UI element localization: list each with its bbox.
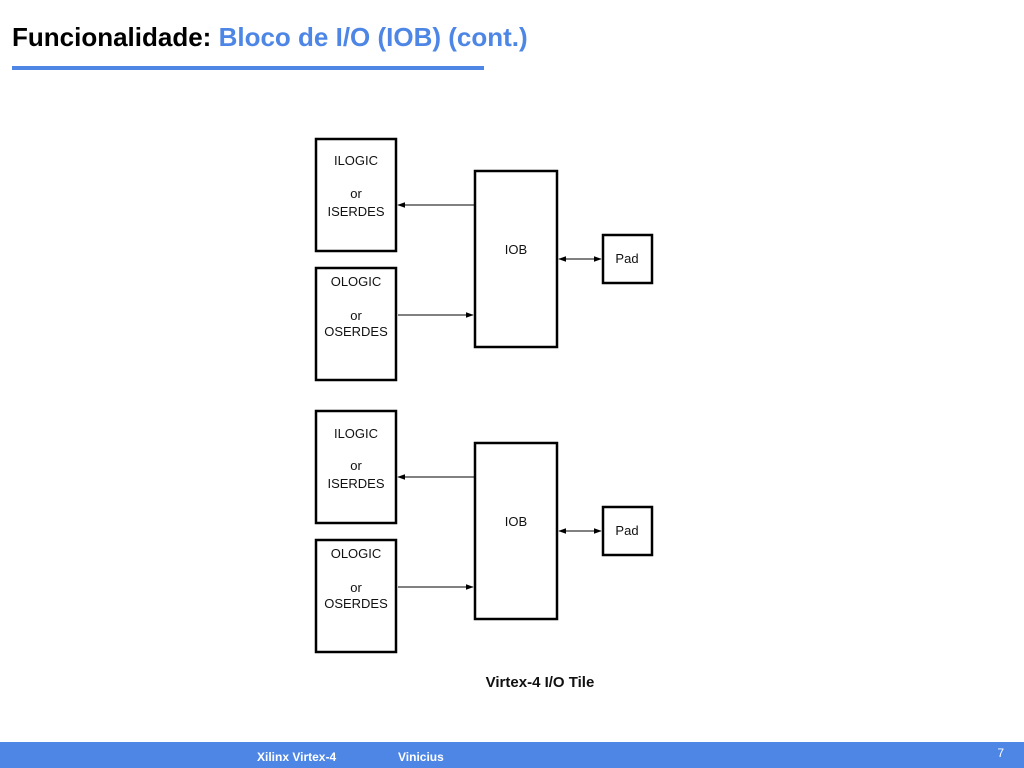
iob-label: IOB <box>505 242 527 257</box>
title-main: Funcionalidade: <box>12 22 212 52</box>
pad-box <box>601 233 654 285</box>
oserdes-label: OSERDES <box>324 596 388 611</box>
io-tile-2: ILOGIC or ISERDES OLOGIC or OSERDES IOB … <box>314 409 654 654</box>
ilogic-label: ILOGIC <box>334 153 378 168</box>
ologic-label: OLOGIC <box>331 274 382 289</box>
ilogic-box <box>314 409 398 525</box>
ologic-label: OLOGIC <box>331 546 382 561</box>
ologic-or-label: or <box>350 580 362 595</box>
iob-label: IOB <box>505 514 527 529</box>
pad-box <box>601 505 654 557</box>
iserdes-label: ISERDES <box>327 476 384 491</box>
footer-author: Vinicius <box>398 750 444 764</box>
ologic-box <box>314 266 398 382</box>
ilogic-label: ILOGIC <box>334 426 378 441</box>
title-sub: Bloco de I/O (IOB) (cont.) <box>218 22 528 52</box>
io-tile-1: ILOGIC or ISERDES OLOGIC or OSERDES IOB … <box>314 137 654 382</box>
page-number: 7 <box>997 746 1004 760</box>
pad-label: Pad <box>615 251 638 266</box>
ologic-or-label: or <box>350 308 362 323</box>
ilogic-or-label: or <box>350 458 362 473</box>
diagram-caption: Virtex-4 I/O Tile <box>486 674 595 691</box>
ilogic-or-label: or <box>350 186 362 201</box>
iob-box <box>473 169 559 349</box>
slide-title: Funcionalidade: Bloco de I/O (IOB) (cont… <box>12 22 528 53</box>
oserdes-label: OSERDES <box>324 324 388 339</box>
ologic-box <box>314 538 398 654</box>
title-underline <box>12 66 484 70</box>
ilogic-box <box>314 137 398 253</box>
pad-label: Pad <box>615 523 638 538</box>
iob-box <box>473 441 559 621</box>
iserdes-label: ISERDES <box>327 204 384 219</box>
footer-bar: Xilinx Virtex-4 Vinicius 7 <box>0 742 1024 768</box>
io-tile-diagram: ILOGIC or ISERDES OLOGIC or OSERDES IOB … <box>314 137 654 691</box>
footer-course: Xilinx Virtex-4 <box>257 750 337 764</box>
